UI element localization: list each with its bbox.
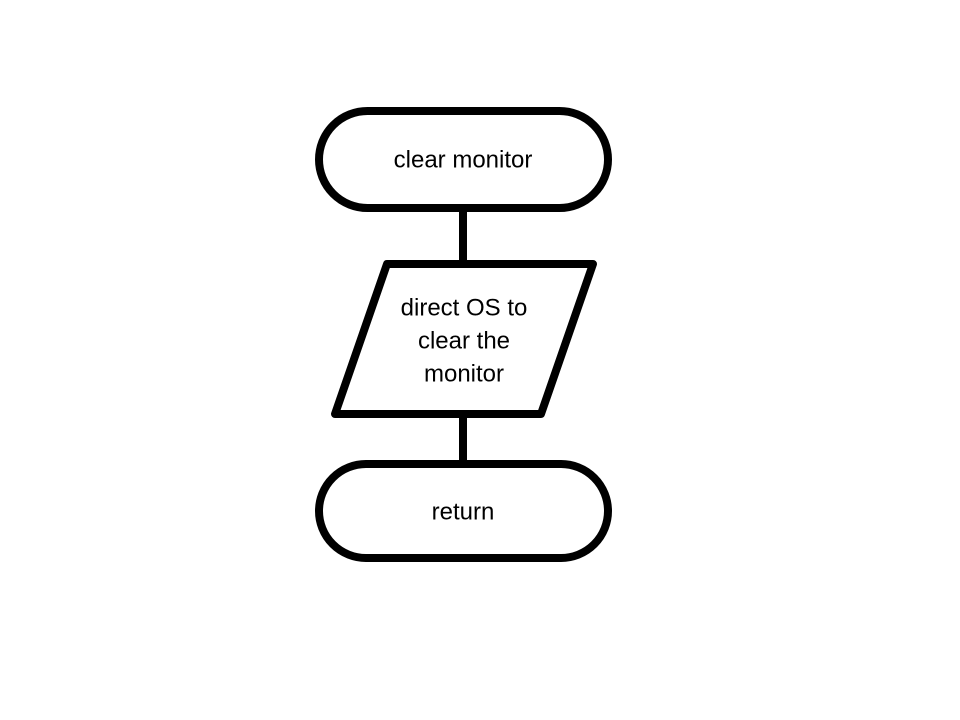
- end-terminator: return: [315, 460, 612, 562]
- start-terminator-label: clear monitor: [394, 147, 533, 174]
- start-terminator-shape: [315, 107, 612, 212]
- end-terminator-shape: [315, 460, 612, 562]
- io-label-line-2: clear the: [418, 328, 510, 355]
- io-parallelogram-shape: [331, 260, 597, 418]
- end-terminator-label: return: [432, 499, 495, 526]
- io-process: direct OS to clear the monitor: [331, 260, 597, 418]
- start-terminator: clear monitor: [315, 107, 612, 212]
- io-label-line-1: direct OS to: [401, 295, 528, 322]
- io-label-line-3: monitor: [424, 361, 504, 388]
